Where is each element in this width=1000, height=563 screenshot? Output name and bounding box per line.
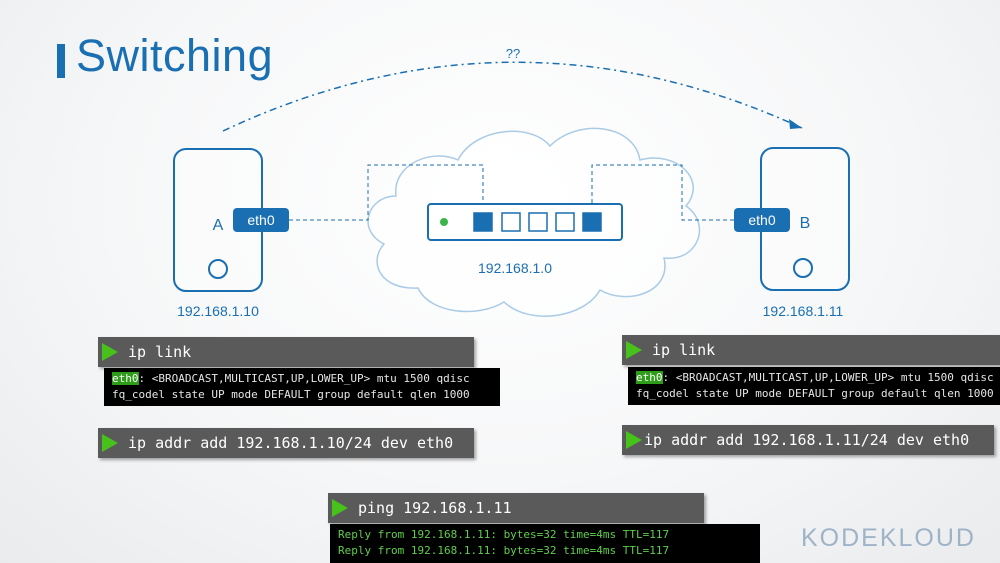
right-iface-highlight: eth0 — [636, 371, 663, 384]
host-a-ip: 192.168.1.10 — [177, 303, 259, 319]
left-output-line2: fq_codel state UP mode DEFAULT group def… — [112, 388, 470, 401]
network-label: 192.168.1.0 — [478, 260, 552, 276]
switch-port-5 — [582, 212, 602, 232]
ping-command: ping 192.168.1.11 — [328, 493, 704, 523]
host-a-eth0-label: eth0 — [247, 212, 274, 228]
right-ip-addr-command: ip addr add 192.168.1.11/24 dev eth0 — [622, 425, 994, 455]
ping-output: Reply from 192.168.1.11: bytes=32 time=4… — [330, 524, 760, 563]
cable-b — [591, 164, 734, 221]
host-b-eth0-port — [734, 208, 790, 232]
right-ip-link-command: ip link — [622, 335, 1000, 365]
switch-port-1 — [473, 212, 493, 232]
arc-arrowhead — [789, 119, 802, 129]
host-b-eth0-label: eth0 — [748, 212, 775, 228]
right-output-line2: fq_codel state UP mode DEFAULT group def… — [636, 387, 994, 400]
host-a-eth0-port — [233, 208, 289, 232]
left-ip-link-output: eth0: <BROADCAST,MULTICAST,UP,LOWER_UP> … — [104, 368, 500, 406]
host-b-power-icon — [793, 258, 813, 278]
right-ip-link-output: eth0: <BROADCAST,MULTICAST,UP,LOWER_UP> … — [628, 367, 1000, 405]
switch-port-4 — [555, 212, 575, 232]
play-icon — [626, 431, 642, 449]
left-output-line1: : <BROADCAST,MULTICAST,UP,LOWER_UP> mtu … — [138, 372, 470, 385]
ping-reply-2: Reply from 192.168.1.11: bytes=32 time=4… — [338, 544, 670, 557]
left-ip-addr-text: ip addr add 192.168.1.10/24 dev eth0 — [128, 434, 454, 452]
unknown-link-label: ?? — [506, 46, 520, 61]
right-ip-addr-text: ip addr add 192.168.1.11/24 dev eth0 — [644, 431, 970, 449]
switch-port-2 — [501, 212, 521, 232]
host-a-power-icon — [208, 259, 228, 279]
right-ip-link-text: ip link — [652, 341, 716, 359]
host-b-ip: 192.168.1.11 — [763, 303, 844, 319]
cable-a — [289, 164, 484, 221]
unknown-link-arc — [222, 61, 803, 132]
right-output-line1: : <BROADCAST,MULTICAST,UP,LOWER_UP> mtu … — [662, 371, 994, 384]
status-led-icon — [440, 218, 448, 226]
switch-port-3 — [528, 212, 548, 232]
host-b-label: B — [800, 215, 811, 232]
left-ip-link-command: ip link — [98, 337, 474, 367]
left-ip-link-text: ip link — [128, 343, 192, 361]
play-icon — [626, 341, 642, 359]
left-ip-addr-command: ip addr add 192.168.1.10/24 dev eth0 — [98, 428, 474, 458]
kodekloud-logo: KODEKLOUD — [801, 524, 976, 552]
ping-command-text: ping 192.168.1.11 — [358, 499, 512, 517]
play-icon — [332, 499, 348, 517]
play-icon — [102, 343, 118, 361]
host-a-label: A — [213, 217, 224, 234]
ping-reply-1: Reply from 192.168.1.11: bytes=32 time=4… — [338, 528, 670, 541]
play-icon — [102, 434, 118, 452]
title-accent-bar — [57, 44, 65, 78]
left-iface-highlight: eth0 — [112, 372, 139, 385]
slide-title: Switching — [76, 30, 274, 81]
